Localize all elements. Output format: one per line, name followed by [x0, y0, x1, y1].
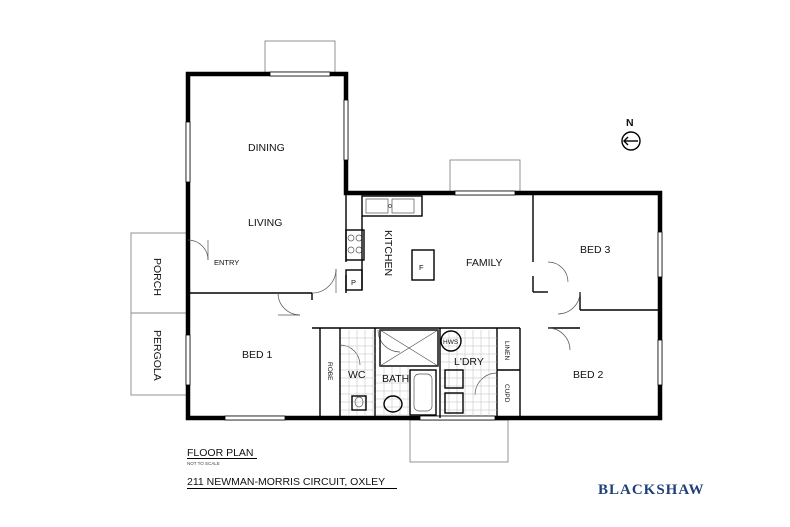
windows [185, 71, 663, 421]
north-compass: N [621, 117, 641, 151]
label-dining: DINING [248, 142, 285, 154]
window-bed1-west [185, 334, 191, 386]
kitchen-fixtures [345, 195, 435, 291]
label-bed1: BED 1 [242, 349, 273, 361]
title-underline [187, 458, 257, 459]
window-family-north [454, 190, 516, 196]
vanity-basin [383, 395, 403, 413]
property-address: 211 NEWMAN-MORRIS CIRCUIT, OXLEY [187, 476, 386, 488]
label-pantry: P [351, 278, 356, 287]
label-pergola: PERGOLA [151, 330, 163, 381]
label-wc: WC [348, 369, 366, 381]
window-bed3-east [657, 231, 663, 278]
bathtub [409, 369, 437, 416]
label-bed3: BED 3 [580, 244, 611, 256]
shower [379, 329, 439, 367]
door-bed3-a [547, 261, 569, 283]
washing-machine [444, 392, 464, 414]
room-labels: DINING LIVING ENTRY PORCH PERGOLA KITCHE… [151, 142, 611, 403]
door-entry [187, 239, 209, 261]
label-family: FAMILY [466, 257, 503, 269]
door-bed1 [277, 292, 301, 316]
toilet [351, 395, 367, 411]
door-hall-east [557, 291, 581, 315]
label-laundry: L'DRY [454, 356, 484, 368]
floor-plan-title: FLOOR PLAN [187, 447, 254, 459]
deck-south [409, 419, 509, 463]
label-bath: BATH [382, 373, 409, 385]
deck-north [264, 40, 336, 75]
hot-water-system [440, 330, 462, 352]
label-robe: ROBE [326, 362, 333, 381]
north-label: N [626, 117, 634, 129]
label-kitchen: KITCHEN [382, 230, 394, 276]
window-bed2-east [657, 339, 663, 386]
door-bath [377, 329, 401, 353]
kitchen-sink-bench [361, 195, 423, 217]
laundry-tub [444, 369, 464, 389]
door-ldry [474, 372, 498, 396]
label-entry: ENTRY [214, 258, 239, 267]
label-living: LIVING [248, 217, 282, 229]
window-dining-west [185, 121, 191, 183]
label-bed2: BED 2 [573, 369, 604, 381]
wet-area-tiles [341, 330, 497, 416]
label-porch: PORCH [151, 258, 163, 296]
door-bed2 [547, 327, 571, 351]
label-fridge: F [419, 263, 424, 272]
scale-note: NOT TO SCALE [187, 461, 220, 466]
fridge-space [411, 249, 435, 281]
bath-fixtures [351, 329, 464, 416]
window-bed1-south [224, 415, 286, 421]
window-south [419, 415, 496, 421]
door-living [311, 268, 337, 294]
label-hws: HWS [443, 339, 459, 346]
label-cupboard: CUPD [503, 384, 510, 403]
external-walls [185, 71, 663, 421]
cooktop [345, 229, 365, 261]
brand-logo: BLACKSHAW [598, 482, 705, 498]
window-dining-east [343, 99, 349, 161]
window-dining-north [269, 71, 331, 77]
address-underline [187, 488, 397, 489]
label-linen: LINEN [503, 341, 510, 360]
deck-family [449, 159, 521, 194]
compass-arrow-icon [621, 131, 641, 151]
